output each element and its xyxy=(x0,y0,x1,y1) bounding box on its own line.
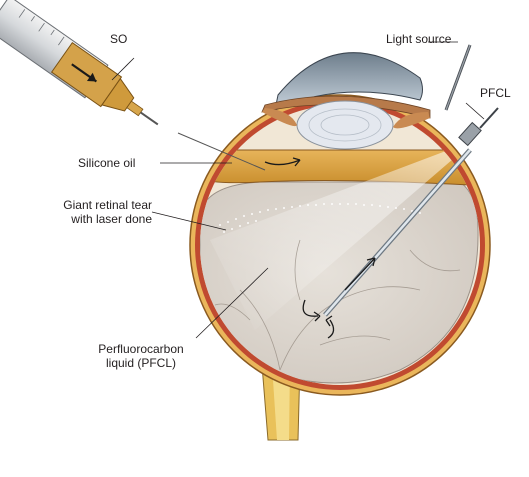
pfcl-flow-arrows xyxy=(302,257,376,339)
lens xyxy=(296,100,394,150)
label-perfluorocarbon-line1: Perfluorocarbon xyxy=(98,342,184,356)
label-perfluorocarbon: Perfluorocarbon liquid (PFCL) xyxy=(86,342,196,370)
label-light-source: Light source xyxy=(386,32,452,46)
label-giant-retinal-tear: Giant retinal tear with laser done xyxy=(42,198,152,226)
label-giant-retinal-tear-line2: with laser done xyxy=(71,212,152,226)
light-source-probe xyxy=(444,44,472,111)
label-perfluorocarbon-line2: liquid (PFCL) xyxy=(105,356,177,370)
label-pfcl: PFCL xyxy=(480,86,511,100)
syringe xyxy=(0,0,159,126)
pfcl-cannula xyxy=(323,107,499,317)
label-giant-retinal-tear-line1: Giant retinal tear xyxy=(63,198,152,212)
oil-flow-arrow xyxy=(264,157,301,167)
leader-lines xyxy=(111,41,485,339)
label-silicone-oil: Silicone oil xyxy=(78,156,136,170)
label-so: SO xyxy=(110,32,128,46)
anterior-segment xyxy=(261,52,431,150)
